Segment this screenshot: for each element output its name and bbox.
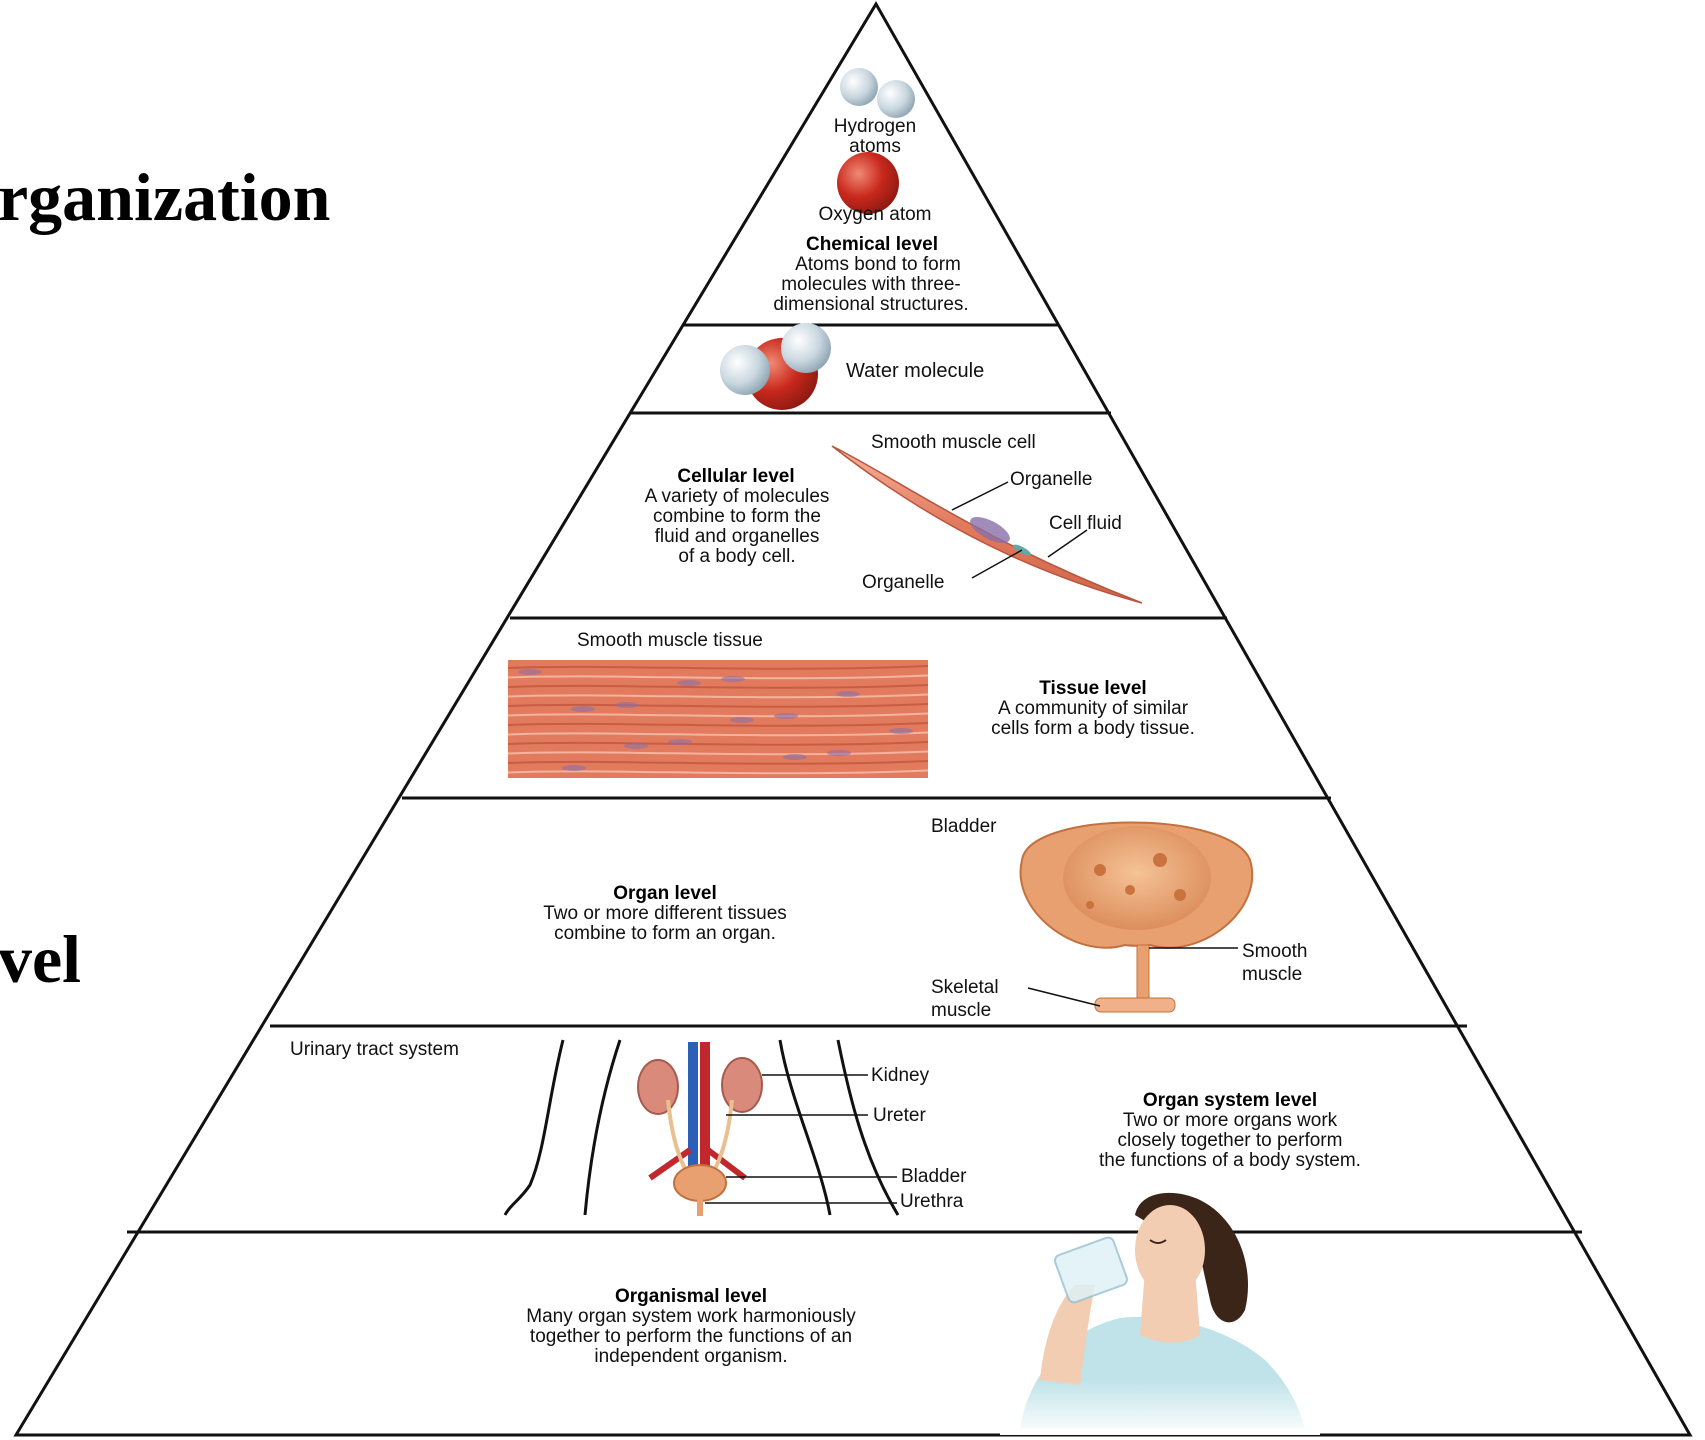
hydrogen-atom-icon — [877, 80, 915, 118]
tissue-desc-line: cells form a body tissue. — [991, 718, 1195, 739]
chemical-level-title: Chemical level — [806, 234, 938, 255]
bladder-spot — [1125, 885, 1135, 895]
skeletal-muscle-label: Skeletal — [931, 977, 999, 998]
organismal-level-title: Organismal level — [615, 1286, 767, 1307]
cell-nucleus — [562, 765, 586, 771]
bladder-spot — [1086, 901, 1094, 909]
cell-nucleus — [827, 750, 851, 756]
cell-nucleus — [668, 739, 692, 745]
cellular-desc-line: of a body cell. — [678, 546, 795, 567]
smooth-muscle-label: muscle — [1242, 964, 1302, 985]
bladder-spot — [1094, 864, 1106, 876]
chemical-desc-line: Atoms bond to form — [795, 254, 961, 275]
cell-nucleus — [615, 702, 639, 708]
bladder-icon — [674, 1165, 726, 1201]
cell-nucleus — [774, 713, 798, 719]
organ-desc-line: Two or more different tissues — [543, 903, 787, 924]
organ-level-title: Organ level — [613, 883, 717, 904]
kidney-icon — [638, 1060, 678, 1114]
cell-nucleus — [518, 669, 542, 675]
skeletal-sphincter-icon — [1095, 998, 1175, 1012]
smooth-muscle-label: Smooth — [1242, 941, 1307, 962]
urinary-tract-system-label: Urinary tract system — [290, 1039, 459, 1060]
cellular-desc-line: fluid and organelles — [655, 526, 820, 547]
cell-nucleus — [624, 743, 648, 749]
hydrogen-atom-icon — [840, 68, 878, 106]
organelle-top-label: Organelle — [1010, 469, 1092, 490]
tissue-desc-line: A community of similar — [998, 698, 1189, 719]
urethra-icon — [1137, 945, 1149, 1005]
bladder-spot — [1153, 853, 1167, 867]
ureter-label: Ureter — [873, 1105, 926, 1126]
cell-fluid-label: Cell fluid — [1049, 513, 1122, 534]
bladder-lumen — [1063, 826, 1211, 930]
bladder-label: Bladder — [931, 816, 997, 837]
cell-nucleus — [889, 728, 913, 734]
cellular-level-title: Cellular level — [677, 466, 794, 487]
organismal-desc-line: independent organism. — [594, 1346, 787, 1367]
bladder-system-label: Bladder — [901, 1166, 967, 1187]
cellular-desc-line: A variety of molecules — [645, 486, 830, 507]
organ-desc-line: combine to form an organ. — [554, 923, 776, 944]
cell-nucleus — [836, 691, 860, 697]
water-molecule-label: Water molecule — [846, 360, 984, 382]
cell-nucleus — [783, 754, 807, 760]
organismal-desc-line: Many organ system work harmoniously — [526, 1306, 856, 1327]
oxygen-label: Oxygen atom — [819, 204, 932, 225]
smooth-muscle-cell-label: Smooth muscle cell — [871, 432, 1036, 453]
hydrogen-atom-icon — [720, 345, 770, 395]
kidney-label: Kidney — [871, 1065, 930, 1086]
smooth-muscle-tissue-label: Smooth muscle tissue — [577, 630, 763, 651]
chemical-desc-line: molecules with three- — [781, 274, 961, 295]
organelle-bottom-label: Organelle — [862, 572, 944, 593]
chemical-desc-line: dimensional structures. — [773, 294, 968, 315]
cell-nucleus — [571, 706, 595, 712]
organismal-desc-line: together to perform the functions of an — [530, 1326, 852, 1347]
hydrogen-label: Hydrogen — [834, 116, 916, 137]
bladder-spot — [1174, 889, 1186, 901]
urethra-label: Urethra — [900, 1191, 964, 1212]
cellular-desc-line: combine to form the — [653, 506, 821, 527]
kidney-icon — [722, 1058, 762, 1112]
organ-system-desc-line: Two or more organs work — [1123, 1110, 1338, 1131]
organ-system-desc-line: the functions of a body system. — [1099, 1150, 1361, 1171]
skeletal-muscle-label: muscle — [931, 1000, 991, 1021]
urethra-icon — [697, 1198, 703, 1216]
organ-system-level-title: Organ system level — [1143, 1090, 1317, 1111]
hydrogen-atom-icon — [781, 323, 831, 373]
cell-nucleus — [721, 676, 745, 682]
tissue-level-title: Tissue level — [1039, 678, 1146, 699]
face-icon — [1135, 1205, 1205, 1295]
fade-overlay — [1000, 1380, 1320, 1435]
organ-system-desc-line: closely together to perform — [1118, 1130, 1343, 1151]
cell-nucleus — [730, 717, 754, 723]
cell-nucleus — [677, 680, 701, 686]
